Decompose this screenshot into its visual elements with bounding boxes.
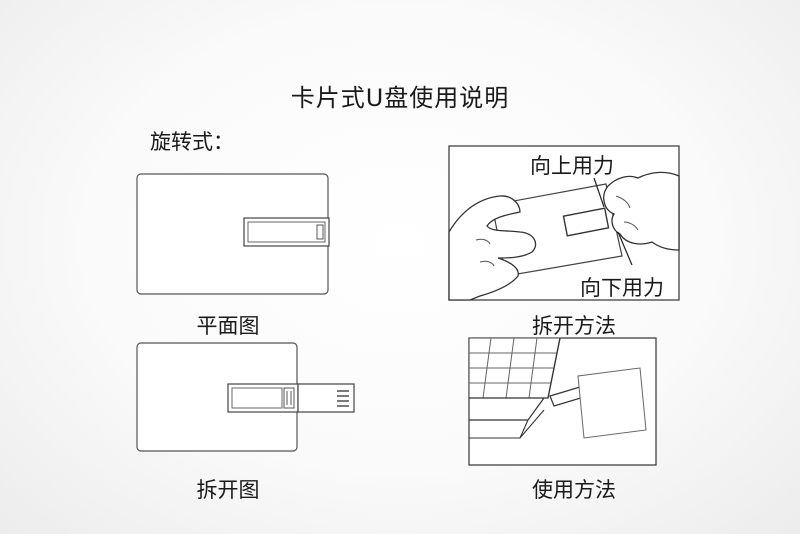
card-plan-view — [136, 173, 330, 295]
label-push-down: 向下用力 — [580, 276, 664, 300]
page-title: 卡片式U盘使用说明 — [290, 84, 510, 112]
card-open-view — [136, 342, 355, 452]
label-push-up: 向上用力 — [530, 154, 614, 178]
open-method-panel — [448, 145, 680, 301]
section-subtitle: 旋转式： — [150, 130, 234, 154]
caption-plan: 平面图 — [196, 314, 260, 338]
caption-open-view: 拆开图 — [196, 478, 260, 502]
usage-method-panel — [468, 337, 657, 466]
caption-usage-method: 使用方法 — [532, 478, 616, 502]
caption-open-method: 拆开方法 — [532, 314, 616, 338]
